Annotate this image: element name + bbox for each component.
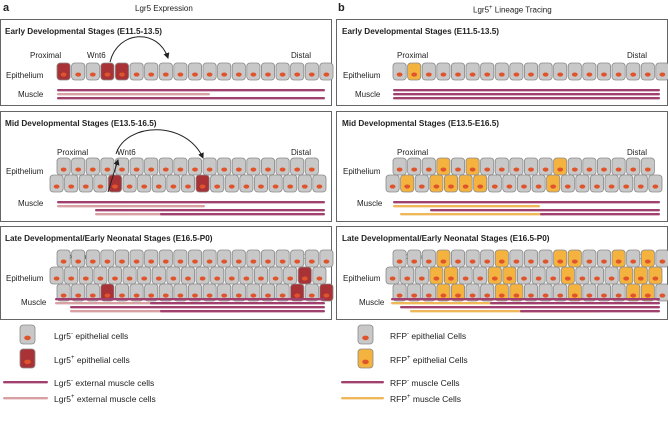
panel-b-early-muscle: Muscle xyxy=(355,90,381,99)
panel-b-mid-distal: Distal xyxy=(627,148,648,157)
panel-a-early-muscle: Muscle xyxy=(18,90,44,99)
panel-a-late-title: Late Developmental/Early Neonatal Stages… xyxy=(5,234,213,243)
panel-a-early-box: Early Developmental Stages (E11.5-13.5) … xyxy=(0,19,332,106)
cell-body xyxy=(19,324,36,345)
panel-b-mid-proximal: Proximal xyxy=(397,148,429,157)
legend-a-neg-cell-swatch xyxy=(19,324,36,345)
panel-a-late-distal: Distal xyxy=(291,252,312,261)
legend-a-lgr5-neg-muscle: Lgr5- external muscle cells xyxy=(54,377,155,388)
panel-a-mid-wnt: Wnt6 xyxy=(117,148,136,157)
legend-a-lgr5-pos-epi: Lgr5+ epithelial cells xyxy=(54,354,130,365)
cell-body xyxy=(357,324,374,345)
cell-nucleus xyxy=(362,335,369,341)
panel-b-early-box: Early Developmental Stages (E11.5-13.5) … xyxy=(336,19,668,106)
panel-b-late-epithelium: Epithelium xyxy=(343,274,381,283)
cell-body xyxy=(19,348,36,369)
panel-a-late-muscle: Muscle xyxy=(21,298,47,307)
panel-b-mid-box: Mid Developmental Stages (E13.5-E16.5) P… xyxy=(336,111,668,222)
panel-a-late-proximal: Proximal xyxy=(57,252,89,261)
panel-b-mid-title: Mid Developmental Stages (E13.5-E16.5) xyxy=(342,119,499,128)
panel-a-label: a xyxy=(3,2,10,14)
panel-b-late-title: Late Developmental/Early Neonatal Stages… xyxy=(342,234,550,243)
legend-a-pos-cell-swatch xyxy=(19,348,36,369)
panel-b-early-title: Early Developmental Stages (E11.5-13.5) xyxy=(342,27,500,36)
panel-b-early-distal: Distal xyxy=(627,51,648,60)
panel-b-label: b xyxy=(338,2,345,14)
legend-b-neg-cell-swatch xyxy=(357,324,374,345)
panel-a-mid-muscle: Muscle xyxy=(18,199,44,208)
panel-a-late-epithelium: Epithelium xyxy=(6,274,44,283)
panel-b-title: Lgr5+ Lineage Tracing xyxy=(473,5,552,15)
legend-b-rfp-pos-muscle: RFP+ muscle Cells xyxy=(390,393,462,404)
cell-nucleus xyxy=(362,359,369,365)
legend-a-lgr5-pos-muscle: Lgr5+ external muscle cells xyxy=(54,393,156,404)
panel-a-mid-proximal: Proximal xyxy=(57,148,89,157)
panel-b-early-epithelium: Epithelium xyxy=(343,71,381,80)
panel-b-mid-epithelium: Epithelium xyxy=(343,167,381,176)
panel-a-early-epithelium: Epithelium xyxy=(6,71,44,80)
panel-a-title: Lgr5 Expression xyxy=(135,4,193,13)
legend-a-neg-muscle-swatch xyxy=(3,381,48,384)
legend-b-pos-cell-swatch xyxy=(357,348,374,369)
legend-a-pos-muscle-swatch xyxy=(3,397,48,400)
legend-b-rfp-pos-epi: RFP+ epithelial Cells xyxy=(390,354,468,365)
cell-body xyxy=(357,348,374,369)
panel-b-early-proximal: Proximal xyxy=(397,51,429,60)
panel-a-early-title: Early Developmental Stages (E11.5-13.5) xyxy=(5,27,163,36)
panel-a-mid-epithelium: Epithelium xyxy=(6,167,44,176)
panel-b-mid-muscle: Muscle xyxy=(357,199,383,208)
panel-a-early-proximal: Proximal xyxy=(30,51,62,60)
panel-a-mid-box: Mid Developmental Stages (E13.5-16.5) Pr… xyxy=(0,111,332,222)
legend-a-lgr5-neg-epi: Lgr5- epithelial cells xyxy=(54,330,129,341)
panel-b-late-proximal: Proximal xyxy=(397,252,429,261)
panel-b-late-muscle: Muscle xyxy=(359,298,385,307)
panel-a-early-wnt: Wnt6 xyxy=(87,51,106,60)
legend-b-pos-muscle-swatch xyxy=(341,397,384,400)
legend-b-rfp-neg-epi: RFP- epithelial Cells xyxy=(390,330,467,341)
panel-b-late-distal: Distal xyxy=(627,252,648,261)
panel-a-mid-distal: Distal xyxy=(291,148,312,157)
legend-b-rfp-neg-muscle: RFP- muscle Cells xyxy=(390,377,460,388)
panel-a-early-distal: Distal xyxy=(291,51,312,60)
panel-b-late-box: Late Developmental/Early Neonatal Stages… xyxy=(336,226,668,320)
legend-b-neg-muscle-swatch xyxy=(341,381,384,384)
panel-a-mid-title: Mid Developmental Stages (E13.5-16.5) xyxy=(5,119,157,128)
cell-nucleus xyxy=(24,335,31,341)
panel-a-late-box: Late Developmental/Early Neonatal Stages… xyxy=(0,226,332,320)
cell-nucleus xyxy=(24,359,31,365)
